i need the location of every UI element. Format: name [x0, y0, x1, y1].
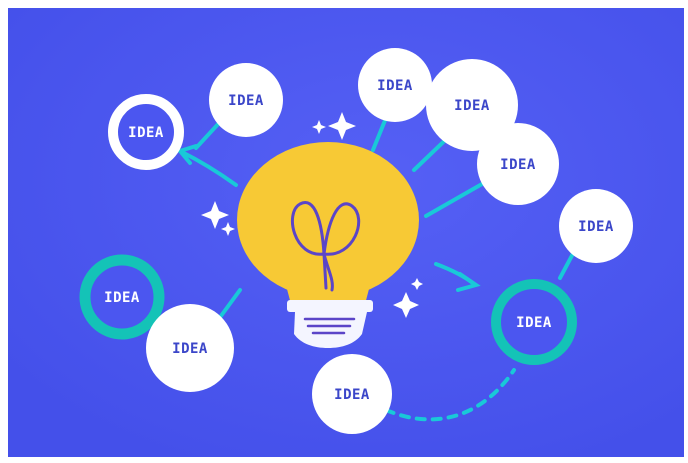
idea-illustration: IDEA IDEA IDEA IDEA IDEA: [8, 8, 684, 457]
idea-label: IDEA: [228, 93, 264, 109]
bulb-filament: [290, 201, 361, 292]
idea-label: IDEA: [128, 125, 164, 141]
sparkle-icon: [312, 120, 326, 134]
sparkle-icon: [393, 292, 419, 318]
idea-label: IDEA: [104, 290, 140, 306]
bulb-base: [294, 312, 367, 348]
idea-bubble-right: IDEA: [477, 123, 559, 205]
idea-ring-teal-right: IDEA: [491, 279, 577, 365]
idea-ring-white: IDEA: [108, 94, 184, 170]
sparkle-icon: [328, 112, 356, 140]
idea-bubble-top-center: IDEA: [358, 48, 432, 122]
lightbulb-icon: [237, 142, 419, 348]
bulb-collar: [287, 300, 373, 312]
bulb-glass: [237, 142, 419, 298]
sparkle-icon: [201, 201, 229, 229]
connector-idea-right: [424, 182, 484, 218]
idea-bubble-bottom: IDEA: [312, 354, 392, 434]
idea-bubble-far-right: IDEA: [559, 189, 633, 263]
idea-scene: IDEA IDEA IDEA IDEA IDEA: [8, 8, 684, 457]
idea-label: IDEA: [334, 387, 370, 403]
idea-bubble-bottom-left: IDEA: [146, 304, 234, 392]
idea-bubbles: IDEA IDEA IDEA IDEA IDEA: [79, 48, 633, 434]
sparkle-icon: [221, 222, 235, 236]
connectors: [178, 116, 578, 422]
sparkle-icon: [411, 278, 423, 290]
connector-idea-top-left: [194, 120, 222, 150]
idea-label: IDEA: [377, 78, 413, 94]
idea-label: IDEA: [500, 157, 536, 173]
sparkles: [201, 112, 423, 318]
arrow-icon: [178, 144, 198, 165]
connector-idea-ring-white: [178, 149, 238, 187]
connector-idea-top: [371, 116, 388, 152]
idea-bubble-top-right: IDEA: [426, 59, 518, 151]
connector-bottom-left: [216, 288, 242, 322]
bulb-thread-lines: [303, 317, 356, 335]
idea-label: IDEA: [172, 341, 208, 357]
arrow-icon: [456, 272, 481, 292]
idea-label: IDEA: [454, 98, 490, 114]
idea-ring-teal-left: IDEA: [79, 254, 165, 340]
dashed-connector: [384, 368, 516, 422]
idea-label: IDEA: [516, 315, 552, 331]
idea-bubble-top-left: IDEA: [209, 63, 283, 137]
idea-label: IDEA: [578, 219, 614, 235]
